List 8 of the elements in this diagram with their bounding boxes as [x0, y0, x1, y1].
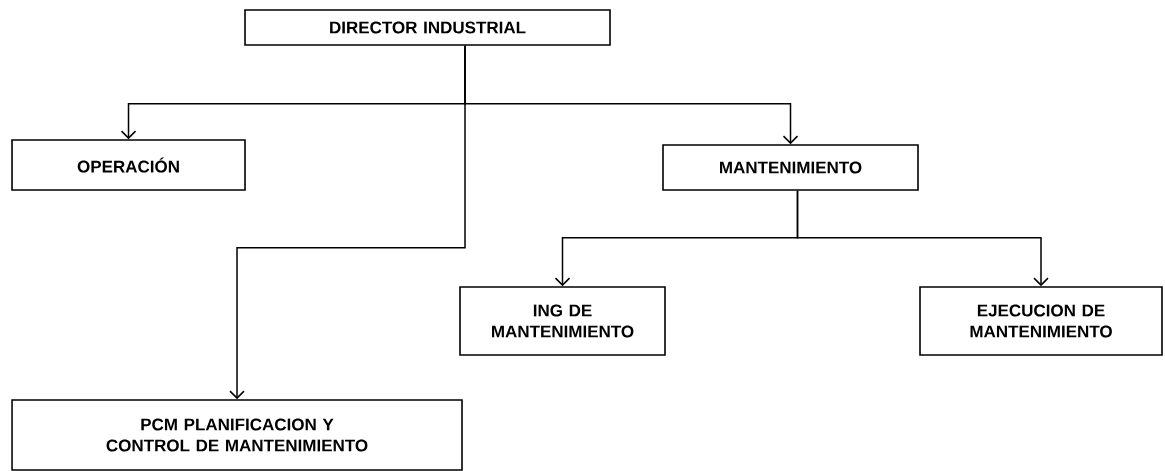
org-box: PCM PLANIFICACION Y CONTROL DE MANTENIMIENTO — [11, 399, 463, 471]
arrow — [229, 45, 466, 400]
org-box: OPERACIÓN — [11, 139, 246, 191]
org-box: MANTENIMIENTO — [662, 144, 919, 191]
org-box: ING DE MANTENIMIENTO — [459, 286, 666, 356]
org-box: EJECUCION DE MANTENIMIENTO — [919, 286, 1163, 356]
arrow — [796, 190, 1049, 287]
org-box: DIRECTOR INDUSTRIAL — [244, 9, 611, 46]
